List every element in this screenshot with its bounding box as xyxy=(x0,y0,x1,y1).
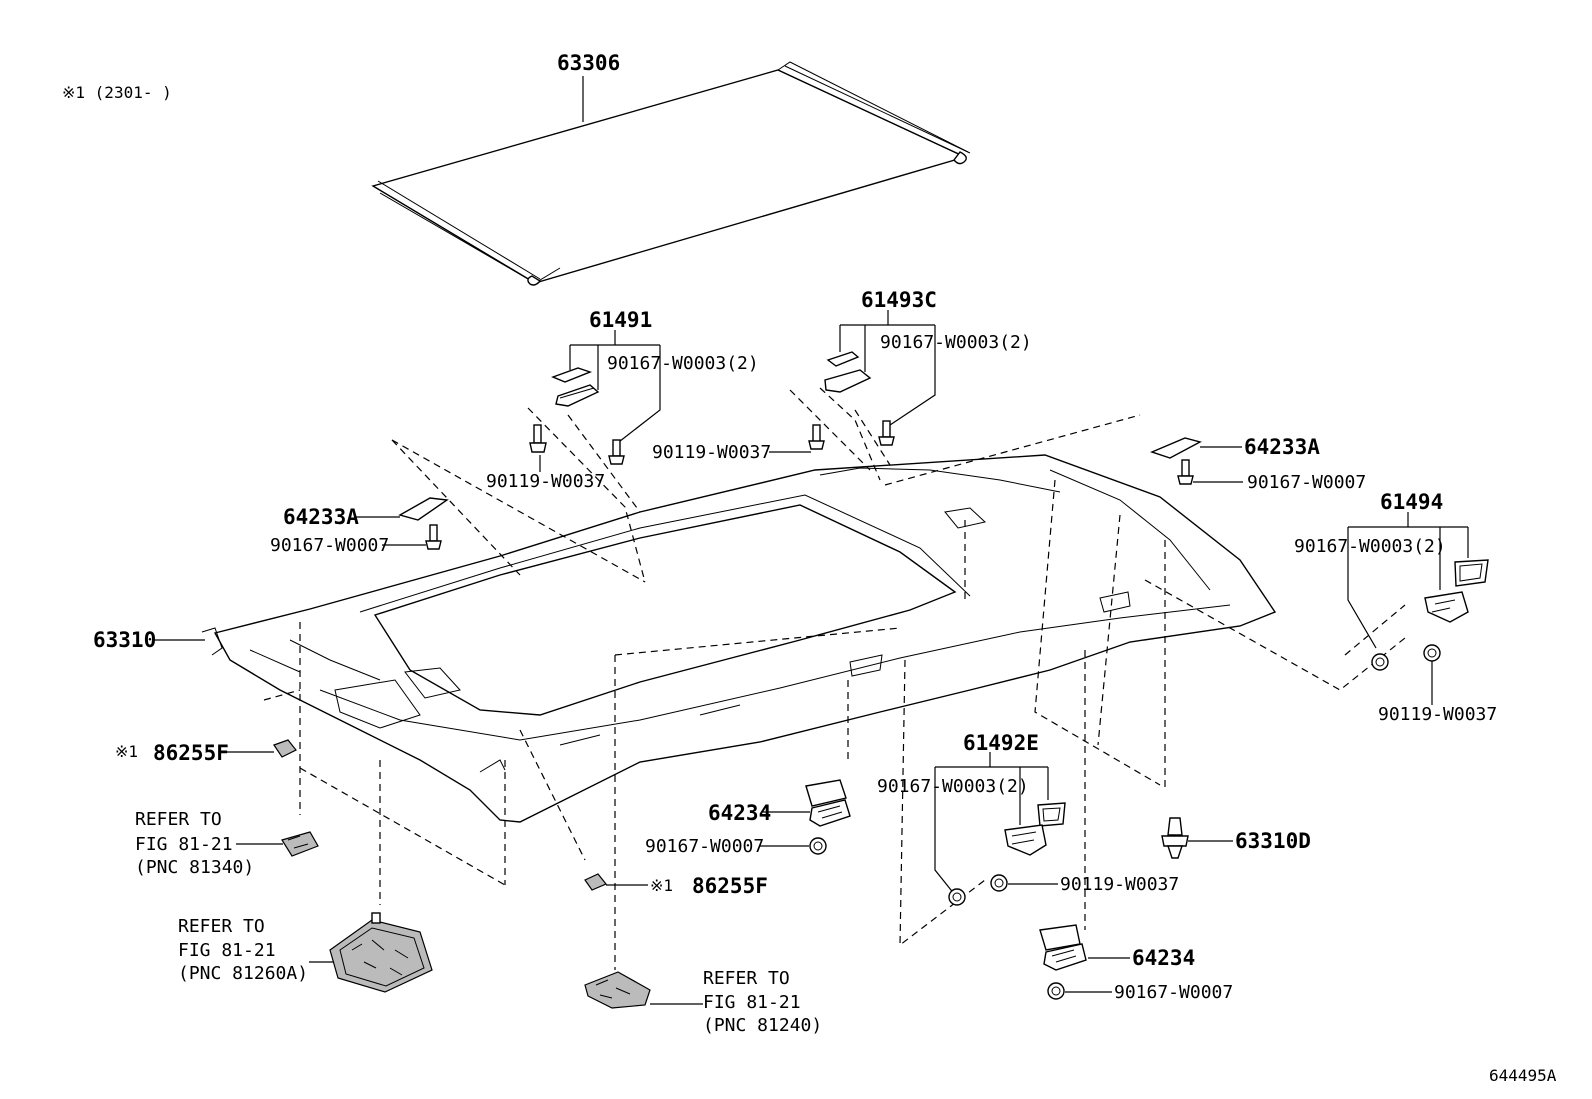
clip-63310d xyxy=(1161,817,1189,859)
nut-icon xyxy=(809,837,827,855)
label-61491-bolt: 90119-W0037 xyxy=(486,471,605,492)
sunshade-roll-63306 xyxy=(371,61,971,286)
lamp-cover-64234-right xyxy=(1039,924,1087,971)
bolt-icon xyxy=(529,424,547,453)
mark-1-center: ※1 xyxy=(650,876,673,895)
bolt-icon xyxy=(808,424,825,450)
label-61491-screw: 90167-W0003(2) xyxy=(607,353,759,374)
ref-81260a-line1: REFER TO xyxy=(178,916,265,937)
label-64233a-right: 64233A xyxy=(1244,435,1320,459)
holder-64233a-left xyxy=(398,497,449,550)
note-text: ※1 (2301- ) xyxy=(62,83,172,102)
screw-icon xyxy=(878,420,895,446)
clip-86255f-center xyxy=(584,873,607,891)
screw-icon xyxy=(608,439,625,465)
label-64234-center: 64234 xyxy=(708,801,771,825)
lamp-cover-64234-center xyxy=(805,779,851,827)
nut-icon xyxy=(990,874,1008,892)
label-61492e-bolt: 90119-W0037 xyxy=(1060,874,1179,895)
lamp-81340 xyxy=(281,831,319,857)
nut-icon xyxy=(1047,982,1065,1000)
ref-81260a-line3: (PNC 81260A) xyxy=(178,963,308,984)
label-64234-center-screw: 90167-W0007 xyxy=(645,836,764,857)
label-61494-screw: 90167-W0003(2) xyxy=(1294,536,1446,557)
label-64233a-right-screw: 90167-W0007 xyxy=(1247,472,1366,493)
nut-icon xyxy=(1423,644,1441,662)
mark-1-left: ※1 xyxy=(115,742,138,761)
label-61492e: 61492E xyxy=(963,731,1039,755)
label-86255f-left: 86255F xyxy=(153,741,229,765)
label-61493c-screw: 90167-W0003(2) xyxy=(880,332,1032,353)
label-86255f-center: 86255F xyxy=(692,874,768,898)
nut-icon xyxy=(1371,653,1389,671)
bracket-61494 xyxy=(1424,559,1489,623)
ref-81240-line2: FIG 81-21 xyxy=(703,992,801,1013)
label-64233a-left-screw: 90167-W0007 xyxy=(270,535,389,556)
ref-81340-line3: (PNC 81340) xyxy=(135,857,254,878)
label-61493c: 61493C xyxy=(861,288,937,312)
label-61491: 61491 xyxy=(589,308,652,332)
lamp-81240 xyxy=(584,971,651,1009)
ref-81240-line3: (PNC 81240) xyxy=(703,1015,822,1036)
bracket-61492e xyxy=(1004,802,1066,856)
label-63306: 63306 xyxy=(557,51,620,75)
label-61492e-screw: 90167-W0003(2) xyxy=(877,776,1029,797)
label-61494-bolt: 90119-W0037 xyxy=(1378,704,1497,725)
ref-81240-line1: REFER TO xyxy=(703,968,790,989)
ref-81260a-line2: FIG 81-21 xyxy=(178,940,276,961)
nut-icon xyxy=(948,888,966,906)
bracket-61493c xyxy=(824,351,872,393)
label-61493c-bolt: 90119-W0037 xyxy=(652,442,771,463)
label-63310d: 63310D xyxy=(1235,829,1311,853)
console-81260a xyxy=(329,912,433,993)
holder-64233a-right xyxy=(1150,437,1202,485)
ref-81340-line1: REFER TO xyxy=(135,809,222,830)
figure-id: 644495A xyxy=(1489,1066,1557,1085)
label-63310: 63310 xyxy=(93,628,156,652)
bracket-61491 xyxy=(551,367,600,407)
label-64233a-left: 64233A xyxy=(283,505,359,529)
projection-lines xyxy=(263,387,1406,970)
clip-86255f-left xyxy=(273,739,297,758)
roof-headliner-63310 xyxy=(201,454,1277,823)
label-64234-right: 64234 xyxy=(1132,946,1195,970)
label-61494: 61494 xyxy=(1380,490,1443,514)
ref-81340-line2: FIG 81-21 xyxy=(135,834,233,855)
label-64234-right-screw: 90167-W0007 xyxy=(1114,982,1233,1003)
